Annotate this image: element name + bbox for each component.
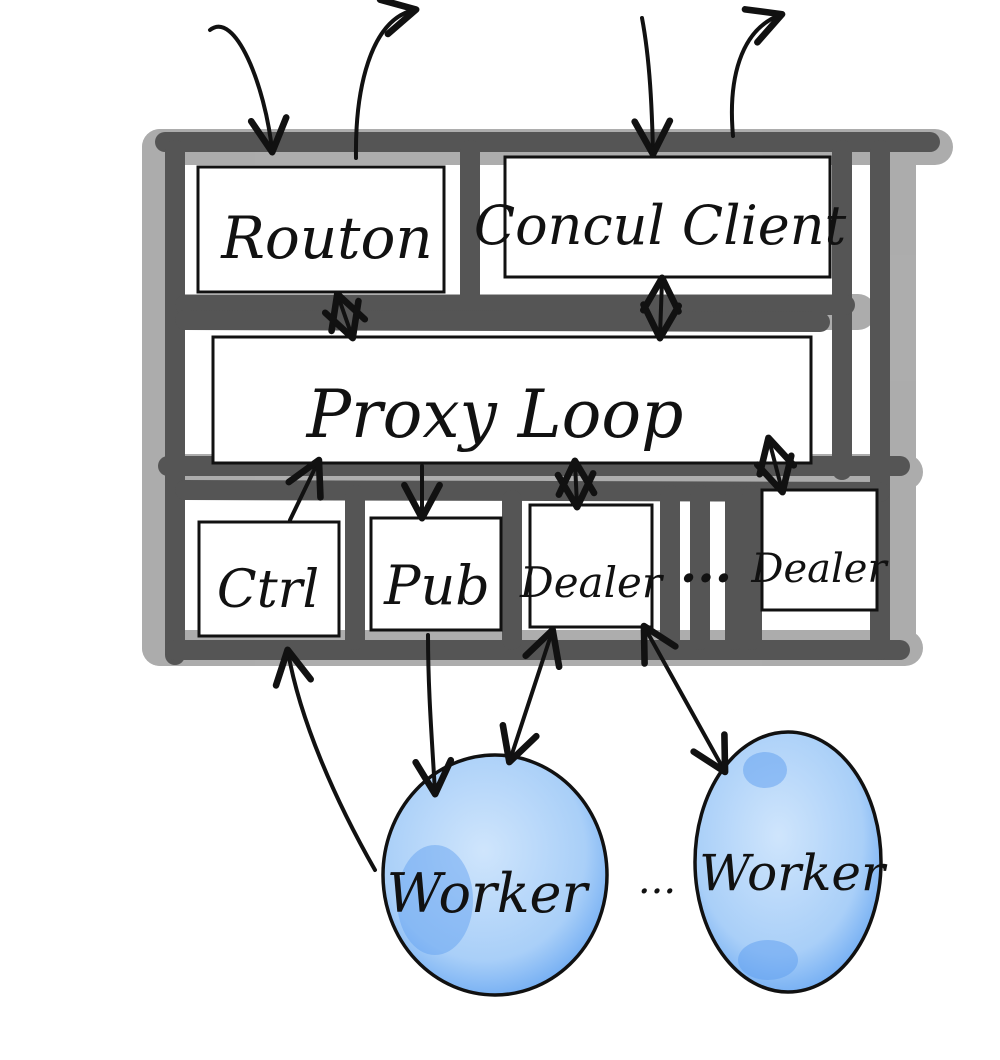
dealer-box-1: Dealer (519, 503, 665, 629)
arrow-worker-to-ctrl (272, 646, 377, 872)
pub-label: Pub (383, 554, 490, 617)
ctrl-box: Ctrl (197, 520, 341, 638)
worker-node-2: Worker (693, 730, 888, 994)
worker-label-2: Worker (699, 844, 888, 902)
consul-client-label: Concul Client (474, 194, 847, 257)
arrows (208, 0, 798, 872)
arrow-dealer1-worker2 (640, 622, 729, 776)
arrow-consul-proxy (640, 274, 682, 342)
router-label: Routon (220, 204, 433, 272)
arrow-proxy-dealer2 (753, 434, 798, 496)
arrow-external-to-router (208, 24, 290, 156)
boxes-ellipsis: ... (680, 535, 732, 594)
arrow-ctrl-to-proxy (285, 456, 324, 522)
arrow-proxy-dealer1 (554, 457, 598, 511)
router-box: Routon (196, 165, 446, 294)
worker-node-1: Worker (381, 753, 609, 997)
arrow-dealer1-worker1 (499, 626, 563, 766)
worker-label-1: Worker (387, 862, 591, 925)
arrow-pub-to-worker (412, 633, 455, 798)
arrow-router-to-external (353, 0, 420, 160)
consul-client-box: Concul Client (474, 155, 847, 279)
ctrl-label: Ctrl (217, 560, 319, 620)
dealer-box-2: Dealer (750, 488, 889, 612)
workers-ellipsis: ... (638, 857, 676, 903)
arrow-router-proxy (321, 290, 369, 342)
proxy-loop-box: Proxy Loop (211, 335, 813, 465)
proxy-loop-label: Proxy Loop (306, 376, 684, 453)
dealer-label-2: Dealer (750, 546, 889, 592)
arrow-consul-to-external (729, 6, 786, 138)
arrow-external-to-consul (631, 16, 674, 158)
pub-box: Pub (369, 516, 503, 632)
dealer-label-1: Dealer (519, 558, 665, 607)
